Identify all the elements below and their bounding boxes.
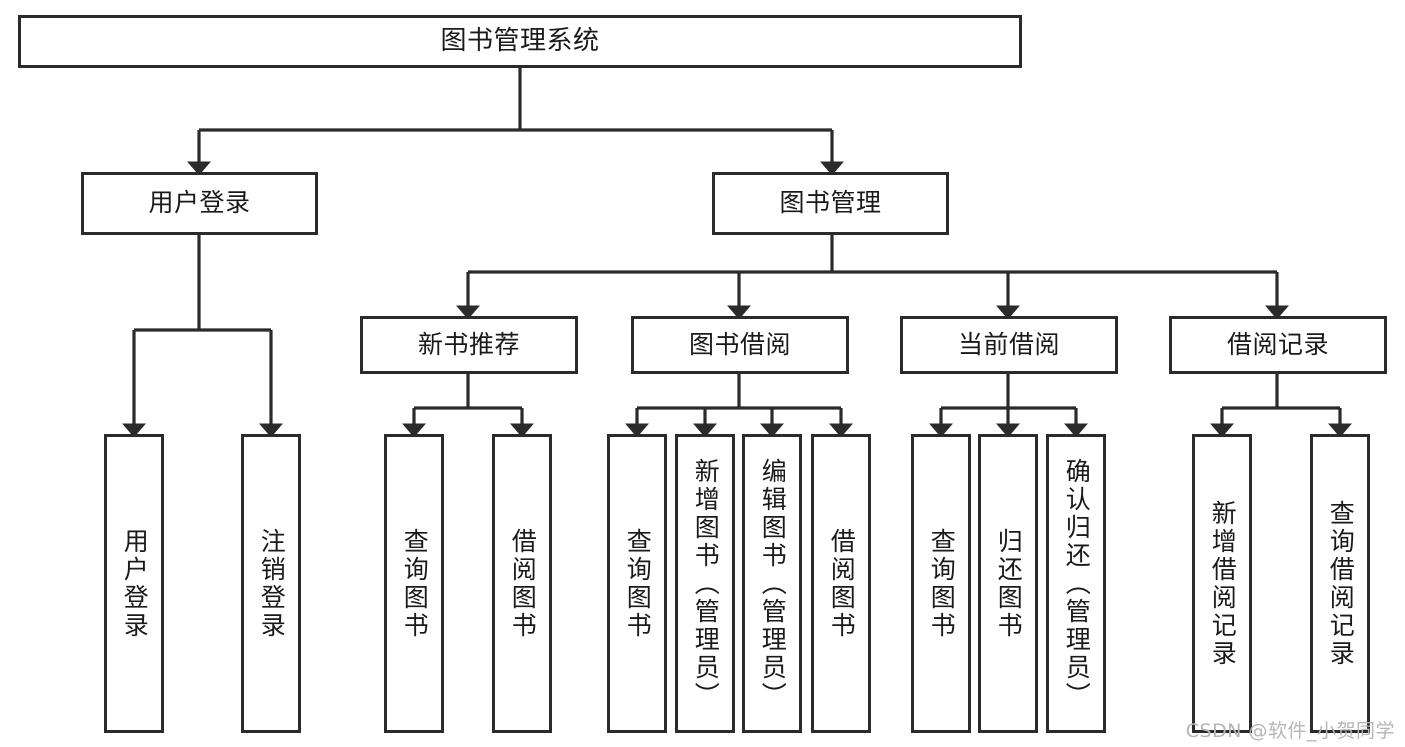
leaf-label: 编辑图书（管理员） — [758, 457, 788, 710]
node-book-borrow[interactable]: 图书借阅 — [631, 316, 849, 374]
node-leaf-return-book[interactable]: 归还图书 — [978, 434, 1038, 733]
node-leaf-query-book-3[interactable]: 查询图书 — [911, 434, 971, 733]
node-root[interactable]: 图书管理系统 — [18, 15, 1022, 68]
node-leaf-borrow-book-2[interactable]: 借阅图书 — [811, 434, 871, 733]
node-book-manage[interactable]: 图书管理 — [712, 172, 949, 235]
node-borrow-record[interactable]: 借阅记录 — [1169, 316, 1387, 374]
watermark-text: CSDN @软件_小贺同学 — [1185, 720, 1395, 742]
leaf-label: 用户登录 — [120, 527, 150, 640]
leaf-label: 新增图书（管理员） — [691, 457, 721, 710]
node-leaf-add-borrow-record[interactable]: 新增借阅记录 — [1192, 434, 1252, 733]
node-leaf-borrow-book-1[interactable]: 借阅图书 — [492, 434, 552, 733]
node-user-login[interactable]: 用户登录 — [81, 172, 318, 235]
node-current-borrow[interactable]: 当前借阅 — [900, 316, 1118, 374]
node-leaf-query-book-1[interactable]: 查询图书 — [384, 434, 444, 733]
node-leaf-user-login[interactable]: 用户登录 — [104, 434, 164, 733]
leaf-label: 借阅图书 — [827, 527, 857, 640]
leaf-label: 查询图书 — [623, 527, 653, 640]
leaf-label: 查询图书 — [400, 527, 430, 640]
leaf-label: 查询图书 — [927, 527, 957, 640]
leaf-label: 查询借阅记录 — [1326, 499, 1356, 668]
node-new-book-recommend[interactable]: 新书推荐 — [360, 316, 578, 374]
node-leaf-add-book-admin[interactable]: 新增图书（管理员） — [675, 434, 735, 733]
leaf-label: 新增借阅记录 — [1208, 499, 1238, 668]
leaf-label: 归还图书 — [994, 527, 1024, 640]
node-leaf-edit-book-admin[interactable]: 编辑图书（管理员） — [742, 434, 802, 733]
node-leaf-logout[interactable]: 注销登录 — [241, 434, 301, 733]
node-leaf-query-borrow-record[interactable]: 查询借阅记录 — [1310, 434, 1370, 733]
node-leaf-confirm-return-admin[interactable]: 确认归还（管理员） — [1046, 434, 1106, 733]
node-leaf-query-book-2[interactable]: 查询图书 — [607, 434, 667, 733]
leaf-label: 确认归还（管理员） — [1062, 457, 1092, 710]
leaf-label: 借阅图书 — [508, 527, 538, 640]
leaf-label: 注销登录 — [257, 527, 287, 640]
